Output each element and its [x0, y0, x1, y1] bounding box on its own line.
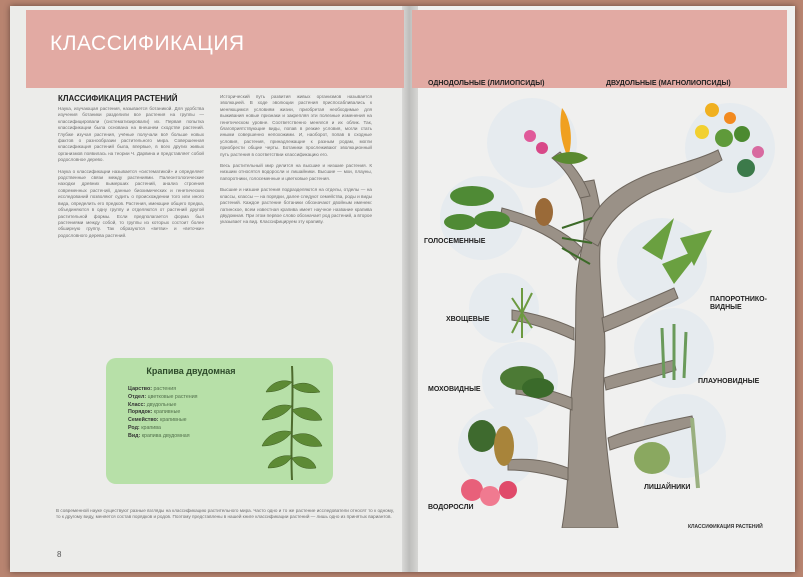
right-page-footer: КЛАССИФИКАЦИЯ РАСТЕНИЙ	[688, 524, 763, 530]
nettle-illustration	[256, 362, 328, 482]
bottom-paragraph: В современной науке существуют разные вз…	[56, 508, 394, 521]
left-page	[10, 6, 408, 572]
fact-box-title: Крапива двудомная	[106, 366, 276, 376]
taxonomy-row: Класс: двудольные	[128, 402, 198, 410]
label-horsetails: ХВОЩЕВЫЕ	[446, 316, 489, 324]
nettle-classification-box: Крапива двудомная Царство: растения Отде…	[106, 358, 333, 484]
taxonomy-row: Семейство: крапивные	[128, 417, 198, 425]
taxonomy-row: Царство: растения	[128, 386, 198, 394]
taxonomy-list: Царство: растения Отдел: цветковые расте…	[128, 386, 198, 441]
text-column-1: Наука, изучающая растения, называется бо…	[58, 106, 204, 244]
text-column-2: Исторический путь развития живых организ…	[220, 94, 372, 231]
chapter-banner-right	[412, 10, 787, 88]
taxonomy-row: Отдел: цветковые растения	[128, 394, 198, 402]
open-book: КЛАССИФИКАЦИЯ КЛАССИФИКАЦИЯ РАСТЕНИЙ Нау…	[10, 6, 795, 572]
page-number: 8	[57, 550, 61, 559]
label-dicots: ДВУДОЛЬНЫЕ (МАГНОЛИОПСИДЫ)	[606, 80, 731, 88]
label-ferns: ПАПОРОТНИКО-ВИДНЫЕ	[710, 296, 780, 312]
label-mosses: МОХОВИДНЫЕ	[428, 386, 481, 394]
paragraph: Наука, изучающая растения, называется бо…	[58, 106, 204, 164]
label-monocots: ОДНОДОЛЬНЫЕ (ЛИЛИОПСИДЫ)	[428, 80, 544, 88]
label-lycopods: ПЛАУНОВИДНЫЕ	[698, 378, 759, 386]
chapter-title: КЛАССИФИКАЦИЯ	[50, 32, 245, 56]
label-gymnosperms: ГОЛОСЕМЕННЫЕ	[424, 238, 485, 246]
label-algae: ВОДОРОСЛИ	[428, 504, 474, 512]
paragraph: Наука о классификации называется «систем…	[58, 169, 204, 239]
paragraph: Исторический путь развития живых организ…	[220, 94, 372, 158]
taxonomy-row: Вид: крапива двудомная	[128, 433, 198, 441]
paragraph: Высшие и низшие растения подразделяются …	[220, 187, 372, 225]
paragraph: Весь растительный мир делится на высшие …	[220, 163, 372, 182]
taxonomy-row: Род: крапива	[128, 425, 198, 433]
label-lichens: ЛИШАЙНИКИ	[644, 484, 690, 492]
section-title: КЛАССИФИКАЦИЯ РАСТЕНИЙ	[58, 94, 177, 103]
